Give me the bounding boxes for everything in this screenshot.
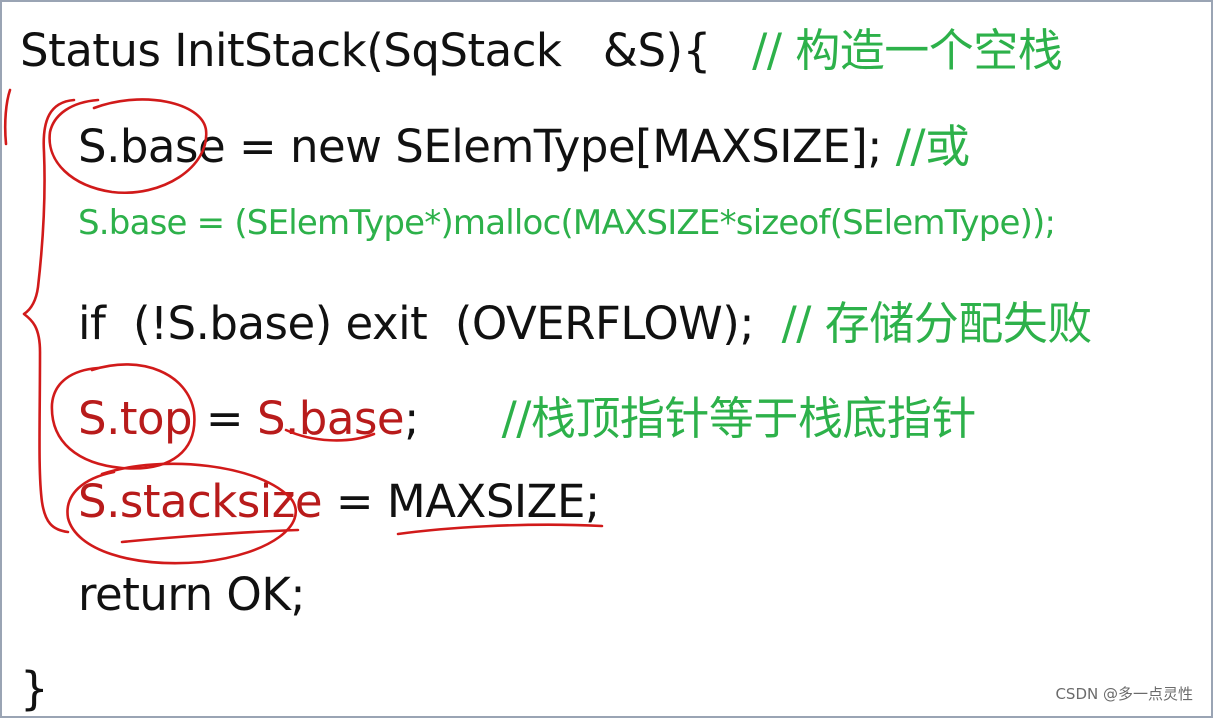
code-line-malloc-alt: S.base = (SElemType*)malloc(MAXSIZE*size… xyxy=(78,203,1056,243)
code-text: = MAXSIZE; xyxy=(322,475,600,528)
code-comment: // 存储分配失败 xyxy=(781,297,1093,350)
code-line-return: return OK; xyxy=(78,568,306,621)
code-line-signature: Status InitStack(SqStack &S){ // 构造一个空栈 xyxy=(20,14,1063,79)
annotation-brace xyxy=(22,98,76,534)
code-text: S.base = new SElemType[MAXSIZE]; xyxy=(78,120,896,173)
code-comment: // 构造一个空栈 xyxy=(752,24,1063,77)
code-line-stacksize: S.stacksize = MAXSIZE; xyxy=(78,475,600,528)
code-variable-top: S.top xyxy=(78,392,193,445)
code-text: ; xyxy=(404,392,502,445)
code-line-overflow-check: if (!S.base) exit (OVERFLOW); // 存储分配失败 xyxy=(78,287,1092,352)
code-line-new-alloc: S.base = new SElemType[MAXSIZE]; //或 xyxy=(78,110,970,175)
annotation-underline-stacksize xyxy=(120,528,300,544)
watermark: CSDN @多一点灵性 xyxy=(1055,685,1193,703)
code-comment: //或 xyxy=(895,120,970,173)
code-variable-base: S.base xyxy=(256,392,405,445)
code-line-top-assign: S.top = S.base; //栈顶指针等于栈底指针 xyxy=(78,382,976,447)
code-text: Status InitStack(SqStack &S){ xyxy=(20,24,753,77)
code-comment: //栈顶指针等于栈底指针 xyxy=(501,392,977,445)
code-operator: = xyxy=(192,392,257,445)
code-line-close-brace: } xyxy=(20,662,49,715)
annotation-margin-stroke xyxy=(3,88,12,146)
code-variable-stacksize: S.stacksize xyxy=(78,475,323,528)
code-text: if (!S.base) exit (OVERFLOW); xyxy=(78,297,782,350)
